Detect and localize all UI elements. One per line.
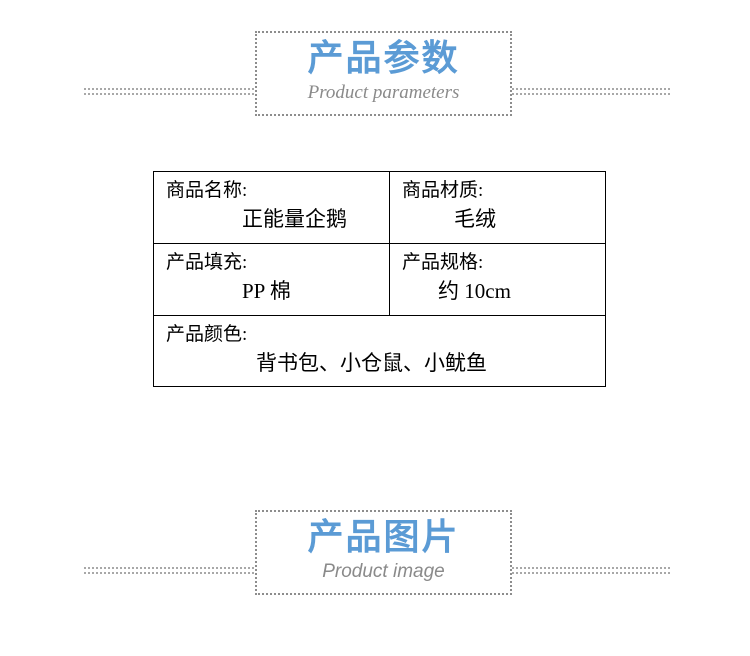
header-title-box: 产品参数 Product parameters <box>255 31 512 116</box>
product-spec-table: 商品名称: 正能量企鹅 商品材质: 毛绒 产品填充: PP 棉 产品规格: 约 … <box>153 171 606 387</box>
section-title-cn: 产品参数 <box>307 37 460 78</box>
spec-value: PP 棉 <box>242 279 291 303</box>
spec-cell-material: 商品材质: 毛绒 <box>389 171 606 244</box>
spec-cell-color: 产品颜色: 背书包、小仓鼠、小鱿鱼 <box>153 315 606 387</box>
section-header-product-parameters: 产品参数 Product parameters <box>0 26 750 126</box>
section-header-product-image: 产品图片 Product image <box>0 505 750 605</box>
table-row: 产品填充: PP 棉 产品规格: 约 10cm <box>153 243 606 316</box>
spec-label: 商品名称: <box>166 180 248 201</box>
table-row: 商品名称: 正能量企鹅 商品材质: 毛绒 <box>153 171 606 244</box>
spec-value: 约 10cm <box>438 279 511 303</box>
spec-value: 毛绒 <box>454 207 496 231</box>
section-subtitle-en: Product image <box>322 561 445 582</box>
spec-cell-filling: 产品填充: PP 棉 <box>153 243 390 316</box>
spec-value: 正能量企鹅 <box>242 207 347 231</box>
spec-value: 背书包、小仓鼠、小鱿鱼 <box>256 351 487 375</box>
header-title-box: 产品图片 Product image <box>255 510 512 595</box>
spec-cell-product-name: 商品名称: 正能量企鹅 <box>153 171 390 244</box>
spec-label: 产品填充: <box>166 252 248 273</box>
spec-cell-size: 产品规格: 约 10cm <box>389 243 606 316</box>
table-row: 产品颜色: 背书包、小仓鼠、小鱿鱼 <box>153 315 606 387</box>
spec-label: 产品规格: <box>402 252 484 273</box>
section-subtitle-en: Product parameters <box>307 82 460 103</box>
section-title-cn: 产品图片 <box>307 516 460 557</box>
spec-label: 产品颜色: <box>166 324 248 345</box>
spec-label: 商品材质: <box>402 180 484 201</box>
